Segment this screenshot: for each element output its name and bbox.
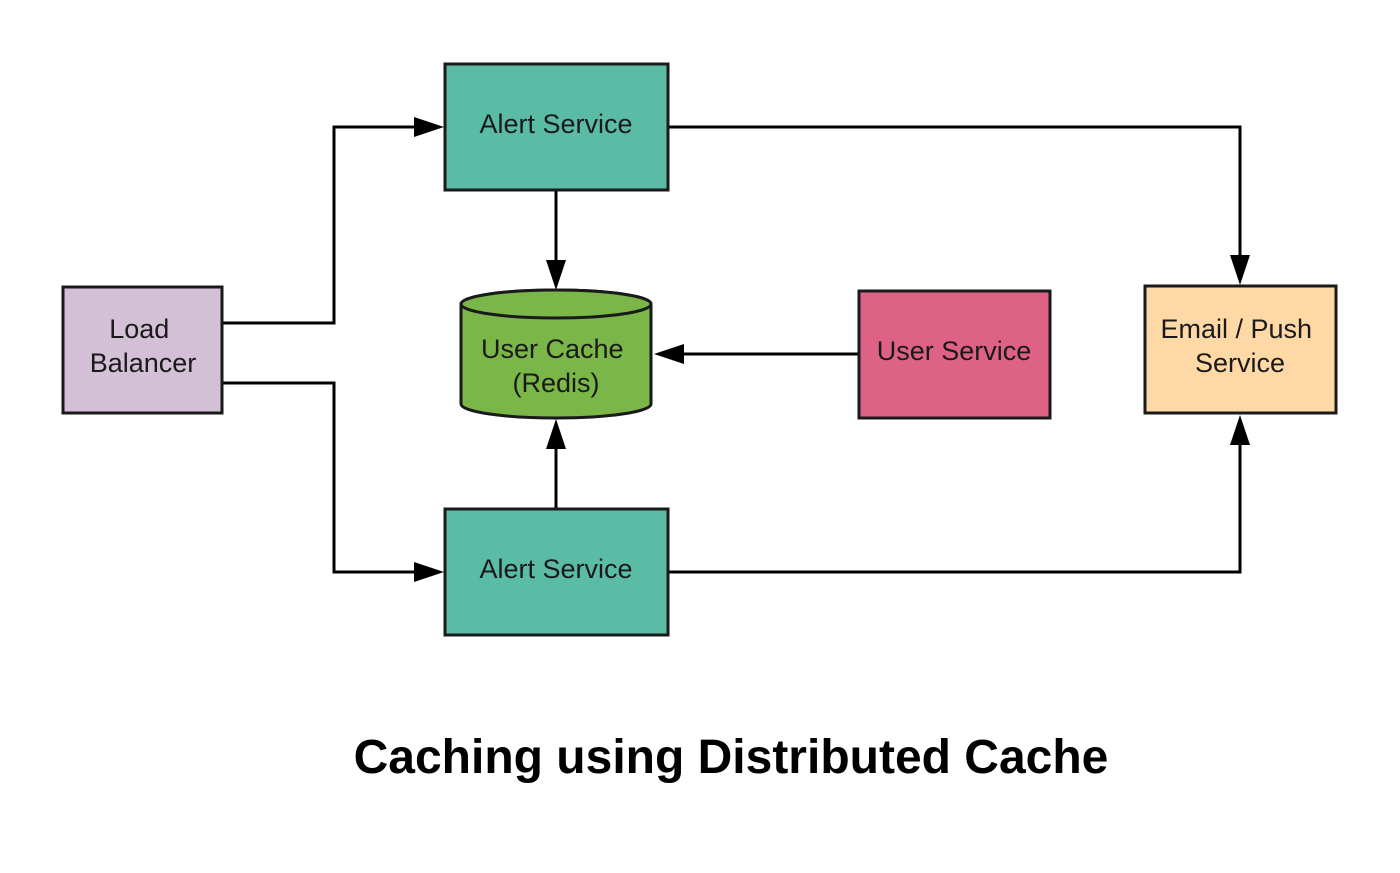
load-balancer-label-line-2: Balancer [90,348,197,378]
load-balancer-node: Load Balancer [61,285,224,415]
user-service-label: User Service [877,336,1032,366]
svg-text:User Cache (Redis): User Cache (Redis) [481,334,631,398]
svg-text:Alert Service: Alert Service [479,109,632,139]
edge-alert-service-top-to-email-push [668,125,1242,260]
alert-service-top-node: Alert Service [443,62,670,192]
user-service-node: User Service [857,289,1052,420]
arrowhead-into-alert-service-top [414,117,444,137]
alert-service-top-label: Alert Service [479,109,632,139]
email-push-service-label-line-1: Email / Push [1160,314,1312,344]
diagram-title: Caching using Distributed Cache [353,731,1109,784]
alert-service-bottom-label: Alert Service [479,554,632,584]
svg-text:User Service: User Service [877,336,1032,366]
alert-service-bottom-node: Alert Service [443,507,670,637]
load-balancer-box [61,285,224,415]
arrowhead-into-email-push-top [1230,255,1250,285]
edge-alert-service-bottom-to-email-push [668,442,1242,574]
svg-text:Alert Service: Alert Service [479,554,632,584]
edge-load-balancer-to-alert-service-top [222,125,420,325]
edge-load-balancer-to-alert-service-bottom [222,381,420,574]
arrowhead-into-email-push-bottom [1230,415,1250,445]
email-push-service-node: Email / Push Service [1143,284,1338,415]
email-push-service-label-line-2: Service [1195,348,1285,378]
arrowhead-into-alert-service-bottom [414,562,444,582]
alert-service-bottom-box [443,507,670,637]
user-cache-label-line-2: (Redis) [512,368,599,398]
arrowhead-into-user-cache-top [546,260,566,290]
email-push-service-box [1143,284,1338,415]
user-cache-cylinder-top [459,288,653,320]
load-balancer-label-line-1: Load [109,314,169,344]
user-cache-label-line-1: User Cache [481,334,624,364]
user-service-box [857,289,1052,420]
arrowhead-into-user-cache-right [654,344,684,364]
svg-text:Load Balancer: Load Balancer [90,314,197,378]
arrowhead-into-user-cache-bottom [546,419,566,449]
user-cache-node: User Cache (Redis) [459,288,653,420]
edges [222,117,1250,582]
svg-text:Email / Push Service: Email / Push Service [1160,314,1319,378]
alert-service-top-box [443,62,670,192]
